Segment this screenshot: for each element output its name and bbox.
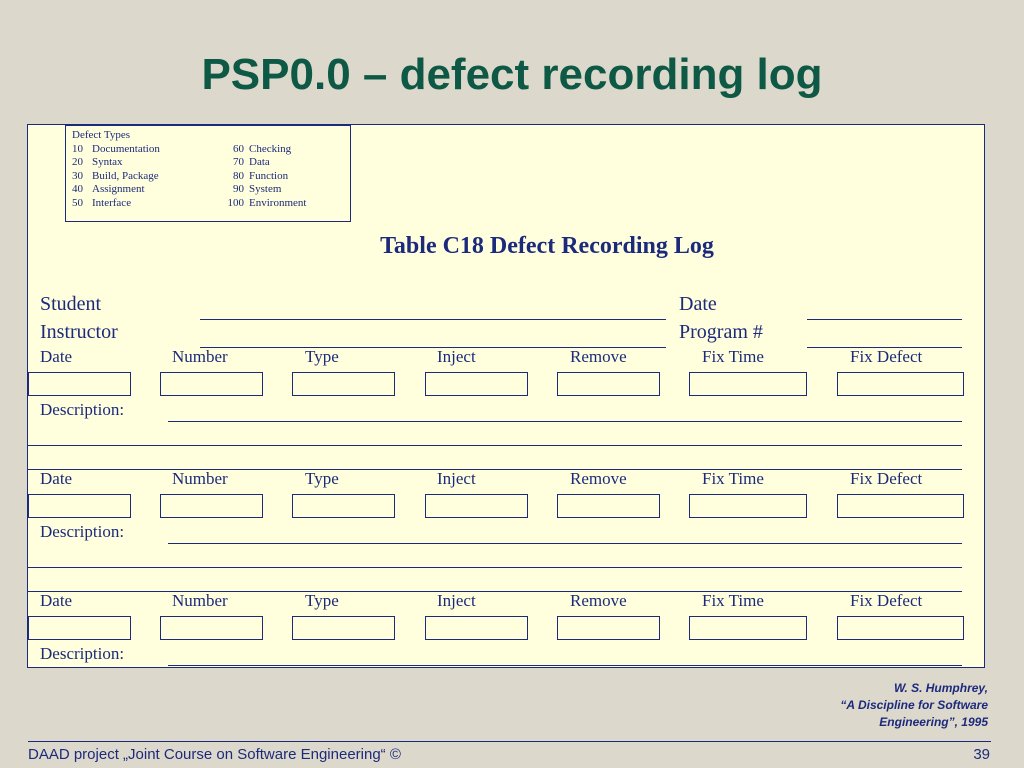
legend-row: 10 Documentation 60 Checking bbox=[72, 143, 350, 157]
inject-input-box[interactable] bbox=[425, 372, 528, 396]
description-field[interactable] bbox=[168, 543, 962, 544]
student-field[interactable] bbox=[200, 319, 666, 320]
description-label: Description: bbox=[40, 522, 125, 541]
column-label-fix-time: Fix Time bbox=[702, 591, 764, 610]
description-label: Description: bbox=[40, 644, 125, 663]
date-input-box[interactable] bbox=[28, 372, 131, 396]
type-input-box[interactable] bbox=[292, 494, 395, 518]
remove-input-box[interactable] bbox=[557, 372, 660, 396]
column-label-fix-defect: Fix Defect bbox=[850, 591, 923, 610]
defect-type-name: Environment bbox=[249, 196, 307, 209]
column-label-remove: Remove bbox=[570, 347, 627, 366]
remove-input-box[interactable] bbox=[557, 494, 660, 518]
defect-type-name: Interface bbox=[92, 196, 132, 209]
table-title: Table C18 Defect Recording Log bbox=[380, 233, 714, 259]
defect-type-code: 100 bbox=[227, 196, 245, 209]
column-label-number: Number bbox=[172, 469, 228, 488]
footer-divider bbox=[28, 741, 991, 742]
column-label-fix-time: Fix Time bbox=[702, 469, 764, 488]
type-input-box[interactable] bbox=[292, 372, 395, 396]
description-field[interactable] bbox=[168, 665, 962, 666]
defect-type-name: Syntax bbox=[92, 156, 123, 169]
legend-title: Defect Types bbox=[72, 129, 130, 141]
column-label-fix-defect: Fix Defect bbox=[850, 469, 923, 488]
date-field[interactable] bbox=[807, 319, 962, 320]
description-line[interactable] bbox=[28, 567, 962, 568]
program-label: Program # bbox=[679, 321, 763, 343]
fix-defect-input-box[interactable] bbox=[837, 372, 964, 396]
defect-type-code: 20 bbox=[72, 156, 83, 169]
column-label-number: Number bbox=[172, 591, 228, 610]
column-label-type: Type bbox=[305, 591, 339, 610]
column-label-remove: Remove bbox=[570, 591, 627, 610]
description-label: Description: bbox=[40, 400, 125, 419]
legend-row: 30 Build, Package 80 Function bbox=[72, 170, 350, 184]
fix-time-input-box[interactable] bbox=[689, 494, 807, 518]
defect-type-code: 70 bbox=[233, 156, 244, 169]
defect-type-code: 60 bbox=[233, 142, 244, 155]
defect-type-code: 50 bbox=[72, 196, 83, 209]
column-label-inject: Inject bbox=[437, 591, 476, 610]
defect-type-name: Documentation bbox=[92, 142, 160, 155]
defect-type-name: Function bbox=[249, 169, 289, 182]
defect-type-code: 90 bbox=[233, 183, 244, 196]
reference-citation: W. S. Humphrey, “A Discipline for Softwa… bbox=[840, 680, 988, 731]
column-label-type: Type bbox=[305, 347, 339, 366]
description-line[interactable] bbox=[28, 469, 962, 470]
remove-input-box[interactable] bbox=[557, 616, 660, 640]
legend-row: 20 Syntax 70 Data bbox=[72, 156, 350, 170]
column-label-remove: Remove bbox=[570, 469, 627, 488]
column-label-fix-time: Fix Time bbox=[702, 347, 764, 366]
defect-type-name: Data bbox=[249, 156, 270, 169]
legend-row: 50 Interface 100 Environment bbox=[72, 197, 350, 211]
reference-line: Engineering”, 1995 bbox=[879, 715, 988, 729]
reference-line: W. S. Humphrey, bbox=[893, 681, 988, 695]
number-input-box[interactable] bbox=[160, 616, 263, 640]
description-field[interactable] bbox=[168, 421, 962, 422]
inject-input-box[interactable] bbox=[425, 616, 528, 640]
type-input-box[interactable] bbox=[292, 616, 395, 640]
description-line[interactable] bbox=[28, 445, 962, 446]
column-label-date: Date bbox=[40, 469, 73, 488]
legend-row: 40 Assignment 90 System bbox=[72, 183, 350, 197]
program-field[interactable] bbox=[807, 347, 962, 348]
instructor-field[interactable] bbox=[200, 347, 666, 348]
defect-type-code: 30 bbox=[72, 169, 83, 182]
defect-type-code: 10 bbox=[72, 142, 83, 155]
defect-type-name: Build, Package bbox=[92, 169, 159, 182]
column-label-type: Type bbox=[305, 469, 339, 488]
number-input-box[interactable] bbox=[160, 494, 263, 518]
description-line[interactable] bbox=[28, 591, 962, 592]
date-input-box[interactable] bbox=[28, 494, 131, 518]
inject-input-box[interactable] bbox=[425, 494, 528, 518]
page-number: 39 bbox=[973, 746, 990, 763]
column-label-inject: Inject bbox=[437, 347, 476, 366]
fix-defect-input-box[interactable] bbox=[837, 494, 964, 518]
fix-time-input-box[interactable] bbox=[689, 372, 807, 396]
column-label-inject: Inject bbox=[437, 469, 476, 488]
defect-type-code: 40 bbox=[72, 183, 83, 196]
slide-title: PSP0.0 – defect recording log bbox=[201, 50, 823, 99]
fix-time-input-box[interactable] bbox=[689, 616, 807, 640]
instructor-label: Instructor bbox=[40, 321, 118, 343]
defect-type-name: System bbox=[249, 183, 282, 196]
fix-defect-input-box[interactable] bbox=[837, 616, 964, 640]
date-input-box[interactable] bbox=[28, 616, 131, 640]
column-label-date: Date bbox=[40, 347, 73, 366]
number-input-box[interactable] bbox=[160, 372, 263, 396]
defect-type-code: 80 bbox=[233, 169, 244, 182]
reference-line: “A Discipline for Software bbox=[840, 698, 988, 712]
column-label-date: Date bbox=[40, 591, 73, 610]
student-label: Student bbox=[40, 293, 102, 315]
footer-text: DAAD project „Joint Course on Software E… bbox=[28, 746, 401, 763]
defect-type-name: Checking bbox=[249, 142, 292, 155]
column-label-fix-defect: Fix Defect bbox=[850, 347, 923, 366]
date-label: Date bbox=[679, 293, 717, 315]
defect-type-name: Assignment bbox=[92, 183, 145, 196]
column-label-number: Number bbox=[172, 347, 228, 366]
